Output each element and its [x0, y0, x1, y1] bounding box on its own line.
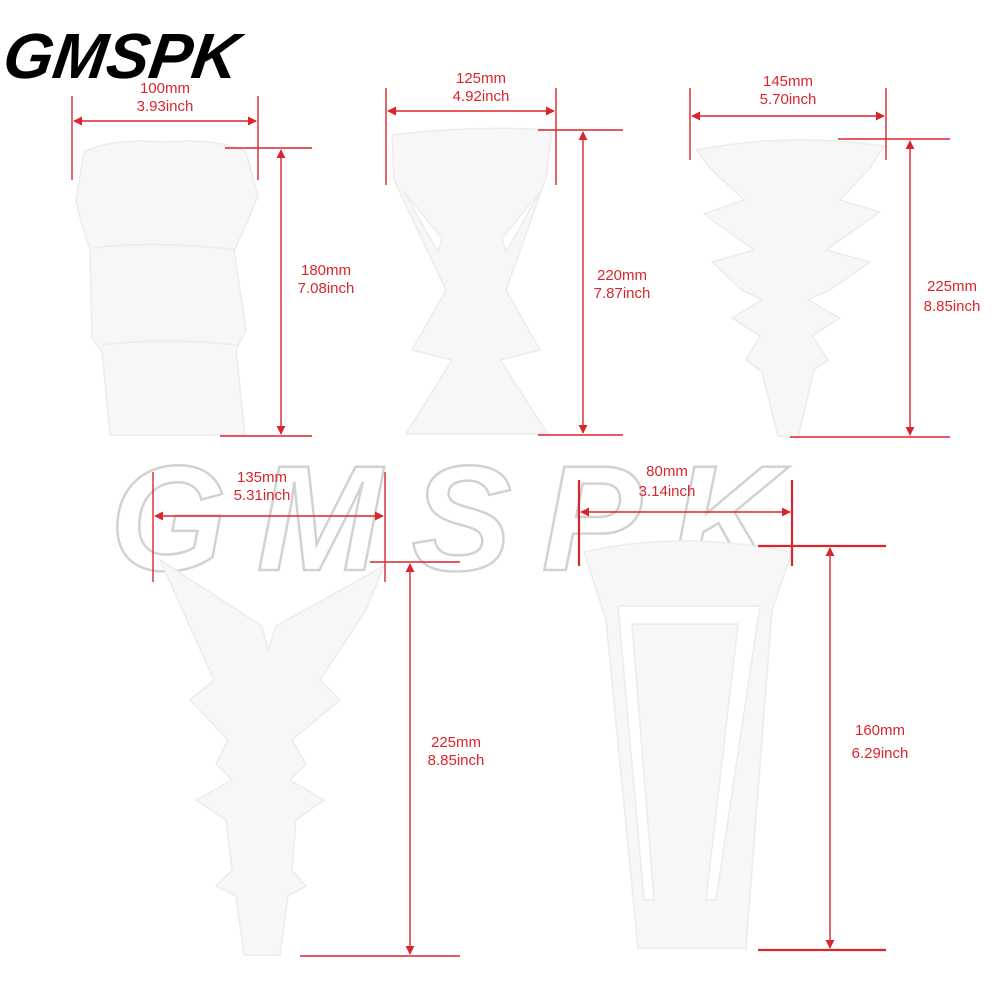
pad-4-width-mm: 135mm	[237, 469, 287, 486]
pad-4-width-inch: 5.31inch	[234, 487, 291, 504]
pad-2-width-mm: 125mm	[456, 70, 506, 87]
pad-4-group: 135mm 5.31inch 225mm 8.85inch	[152, 469, 485, 957]
pad-3-group: 145mm 5.70inch 225mm 8.85inch	[689, 73, 981, 439]
brand-logo: GMSPK	[0, 20, 248, 92]
pad-2-height-inch: 7.87inch	[594, 285, 651, 302]
pad-4-height-inch: 8.85inch	[428, 752, 485, 769]
pad-1-width-inch: 3.93inch	[137, 98, 194, 115]
pad-3-shape	[694, 139, 886, 439]
pad-5-group: 80mm 3.14inch 160mm 6.29inch	[577, 463, 909, 952]
pad-3-height-mm: 225mm	[927, 278, 977, 295]
pad-3-width-mm: 145mm	[763, 73, 813, 90]
watermark: GMSPK	[110, 434, 810, 602]
pad-4-shape	[158, 557, 386, 956]
pad-5-height-mm: 160mm	[855, 722, 905, 739]
pad-1-shape	[75, 140, 259, 436]
pad-3-height-inch: 8.85inch	[924, 298, 981, 315]
pad-2-height-mm: 220mm	[597, 267, 647, 284]
pad-5-width-mm: 80mm	[646, 463, 688, 480]
pad-5-width-inch: 3.14inch	[639, 483, 696, 500]
pad-5-shape	[583, 540, 793, 949]
pad-2-shape	[391, 127, 553, 435]
pad-1-height-mm: 180mm	[301, 262, 351, 279]
pad-1-group: 100mm 3.93inch 180mm 7.08inch	[71, 80, 355, 437]
pad-4-height-mm: 225mm	[431, 734, 481, 751]
pad-5-height-inch: 6.29inch	[852, 745, 909, 762]
pad-2-width-inch: 4.92inch	[453, 88, 510, 105]
pad-3-width-inch: 5.70inch	[760, 91, 817, 108]
pad-2-group: 125mm 4.92inch 220mm 7.87inch	[385, 70, 651, 436]
pad-1-height-inch: 7.08inch	[298, 280, 355, 297]
pad-1-width-mm: 100mm	[140, 80, 190, 97]
